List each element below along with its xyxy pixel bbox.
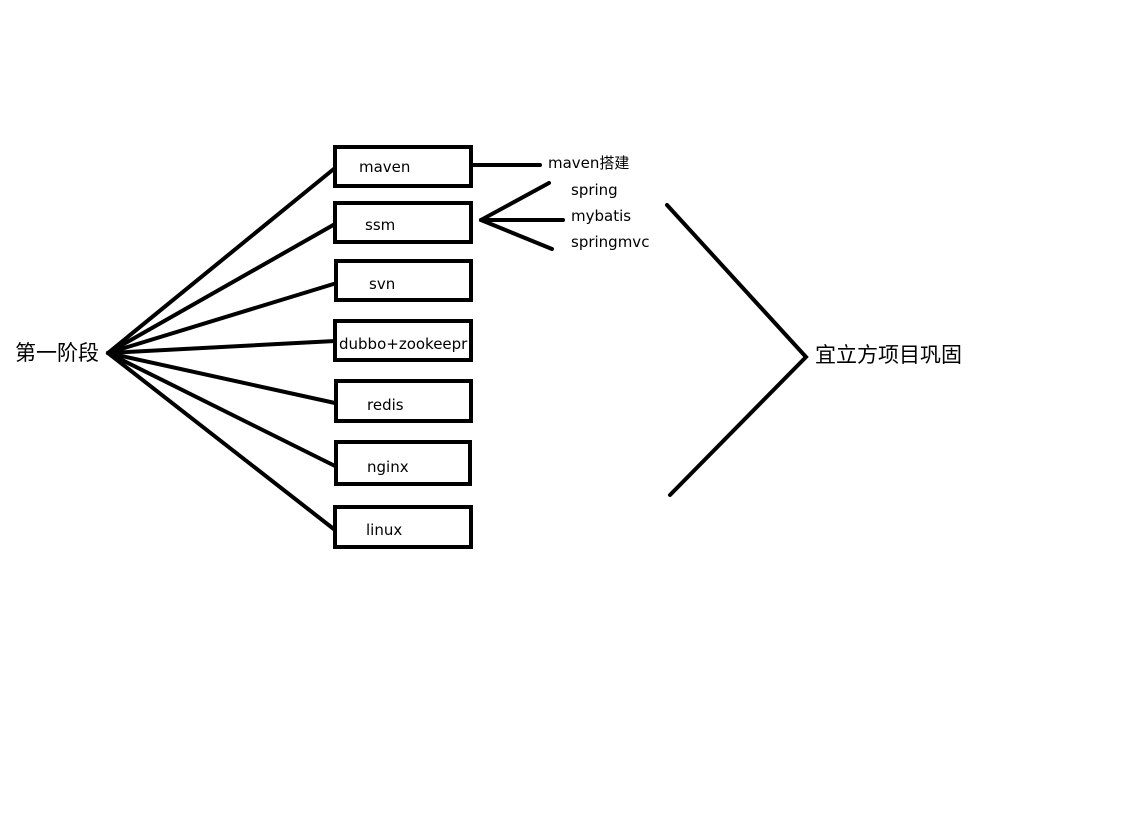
edge-root-redis bbox=[106, 351, 337, 405]
ssm-child-springmvc: springmvc bbox=[571, 233, 650, 251]
edge-ssm-spring bbox=[479, 181, 551, 222]
module-label-ssm: ssm bbox=[365, 216, 396, 234]
target-label: 宜立方项目巩固 bbox=[815, 343, 962, 367]
module-box-nginx: nginx bbox=[334, 440, 472, 486]
edge-root-maven bbox=[106, 166, 337, 355]
module-label-maven: maven bbox=[359, 158, 411, 176]
edge-root-ssm bbox=[106, 222, 337, 355]
module-box-redis: redis bbox=[334, 379, 473, 423]
edge-ssm-springmvc bbox=[479, 218, 554, 251]
module-label-dubbo: dubbo+zookeepr bbox=[339, 335, 468, 353]
module-label-nginx: nginx bbox=[367, 458, 409, 476]
edge-root-linux bbox=[106, 351, 337, 532]
module-box-maven: maven bbox=[333, 145, 473, 188]
edge-root-svn bbox=[106, 280, 342, 355]
ssm-child-spring: spring bbox=[571, 181, 618, 199]
root-label: 第一阶段 bbox=[15, 341, 99, 365]
module-label-svn: svn bbox=[369, 275, 396, 293]
maven-child-label: maven搭建 bbox=[548, 154, 630, 172]
module-label-redis: redis bbox=[367, 396, 404, 414]
edge-root-dubbo bbox=[106, 339, 337, 355]
ssm-child-mybatis: mybatis bbox=[571, 207, 632, 225]
edge-root-nginx bbox=[106, 351, 337, 468]
module-box-dubbo: dubbo+zookeepr bbox=[333, 319, 473, 362]
module-box-ssm: ssm bbox=[333, 201, 473, 244]
module-label-linux: linux bbox=[366, 521, 403, 539]
angle-bracket bbox=[665, 203, 809, 497]
module-box-linux: linux bbox=[333, 505, 473, 549]
module-box-svn: svn bbox=[334, 259, 473, 302]
